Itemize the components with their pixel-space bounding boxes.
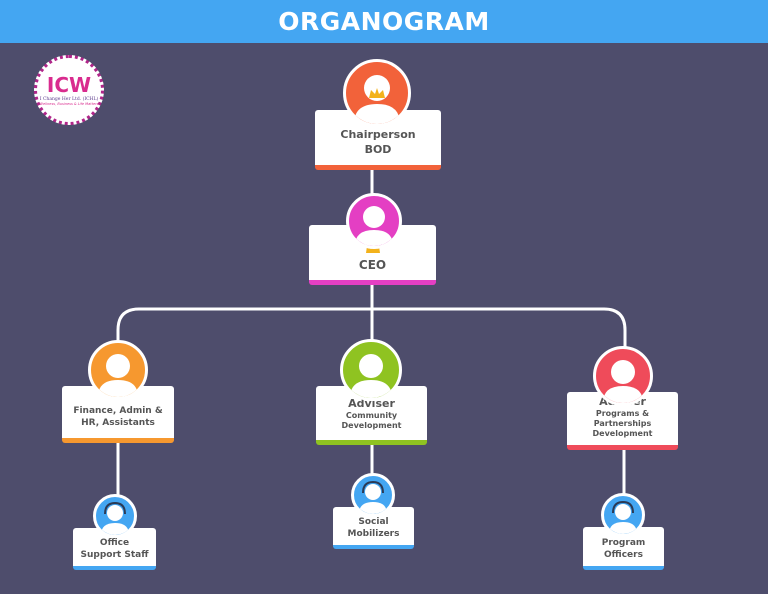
adviser-community-subtitle: Community Development [341,411,402,430]
person-icon [355,206,393,246]
page-header: ORGANOGRAM [0,0,768,43]
adviser-programs-avatar [593,346,653,406]
program-officers-line2: Officers [604,550,643,560]
person-icon [101,501,129,535]
chairperson-avatar [343,59,411,127]
person-icon [98,354,138,397]
logo-tagline: Wellness, Business & Life Matters [39,101,99,106]
adviser-community-title: Adviser [348,397,395,410]
person-icon [609,500,637,534]
program-officers-line1: Program [601,538,646,548]
ceo-avatar [346,193,402,249]
adviser-programs-subtitle-line1: Programs & Partnerships [593,409,652,428]
finance-title-line2: HR, Assistants [81,418,155,428]
headset-icon [104,501,126,515]
office-staff-avatar [93,494,137,538]
office-staff-line2: Support Staff [80,550,149,560]
headset-icon [362,480,384,494]
social-mobilizers-avatar [351,473,395,517]
ceo-title: CEO [358,258,387,272]
chairperson-subtitle: BOD [364,143,392,156]
company-logo: ICW I Change Her Ltd. (ICHL) Wellness, B… [34,55,104,125]
finance-avatar [88,340,148,400]
office-staff-line1: Office [99,538,130,548]
headset-icon [612,500,634,514]
logo-name: I Change Her Ltd. (ICHL) [39,96,99,102]
person-icon [354,75,400,124]
program-officers-avatar [601,493,645,537]
finance-title-line1: Finance, Admin & [73,406,163,416]
social-mobilizers-line1: Social [358,517,389,527]
person-icon [603,360,643,403]
crown-icon [369,88,385,98]
adviser-programs-subtitle-line2: Development [592,429,653,438]
logo-mark: ICW [46,72,92,97]
person-icon [359,480,387,514]
page-title: ORGANOGRAM [278,7,490,36]
adviser-community-avatar [340,339,402,401]
chairperson-title: Chairperson [340,128,416,141]
person-icon [350,354,392,398]
social-mobilizers-line2: Mobilizers [347,529,400,539]
